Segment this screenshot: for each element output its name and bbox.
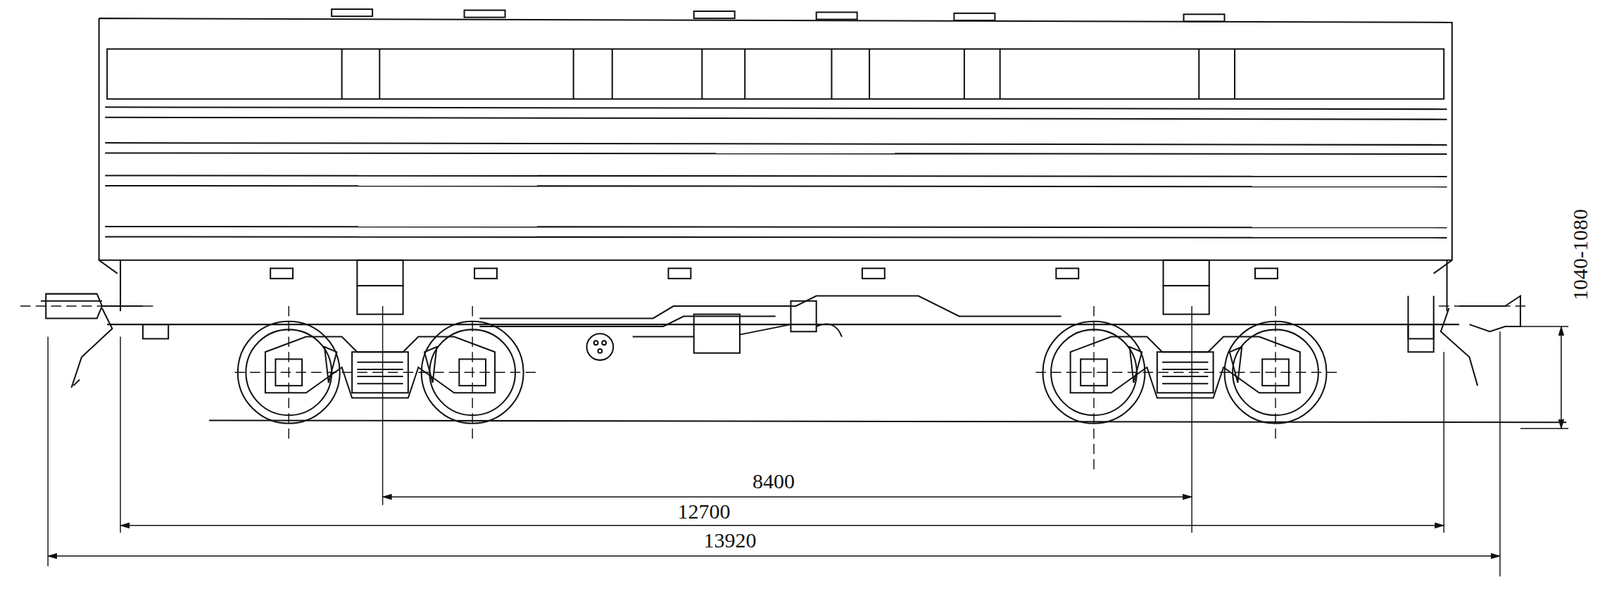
dimension-value: 8400 [750,470,797,493]
dimension-value: 12700 [675,501,733,523]
height-dimension: 1040-1080 [1569,206,1591,303]
dimension-value: 13920 [701,530,759,552]
